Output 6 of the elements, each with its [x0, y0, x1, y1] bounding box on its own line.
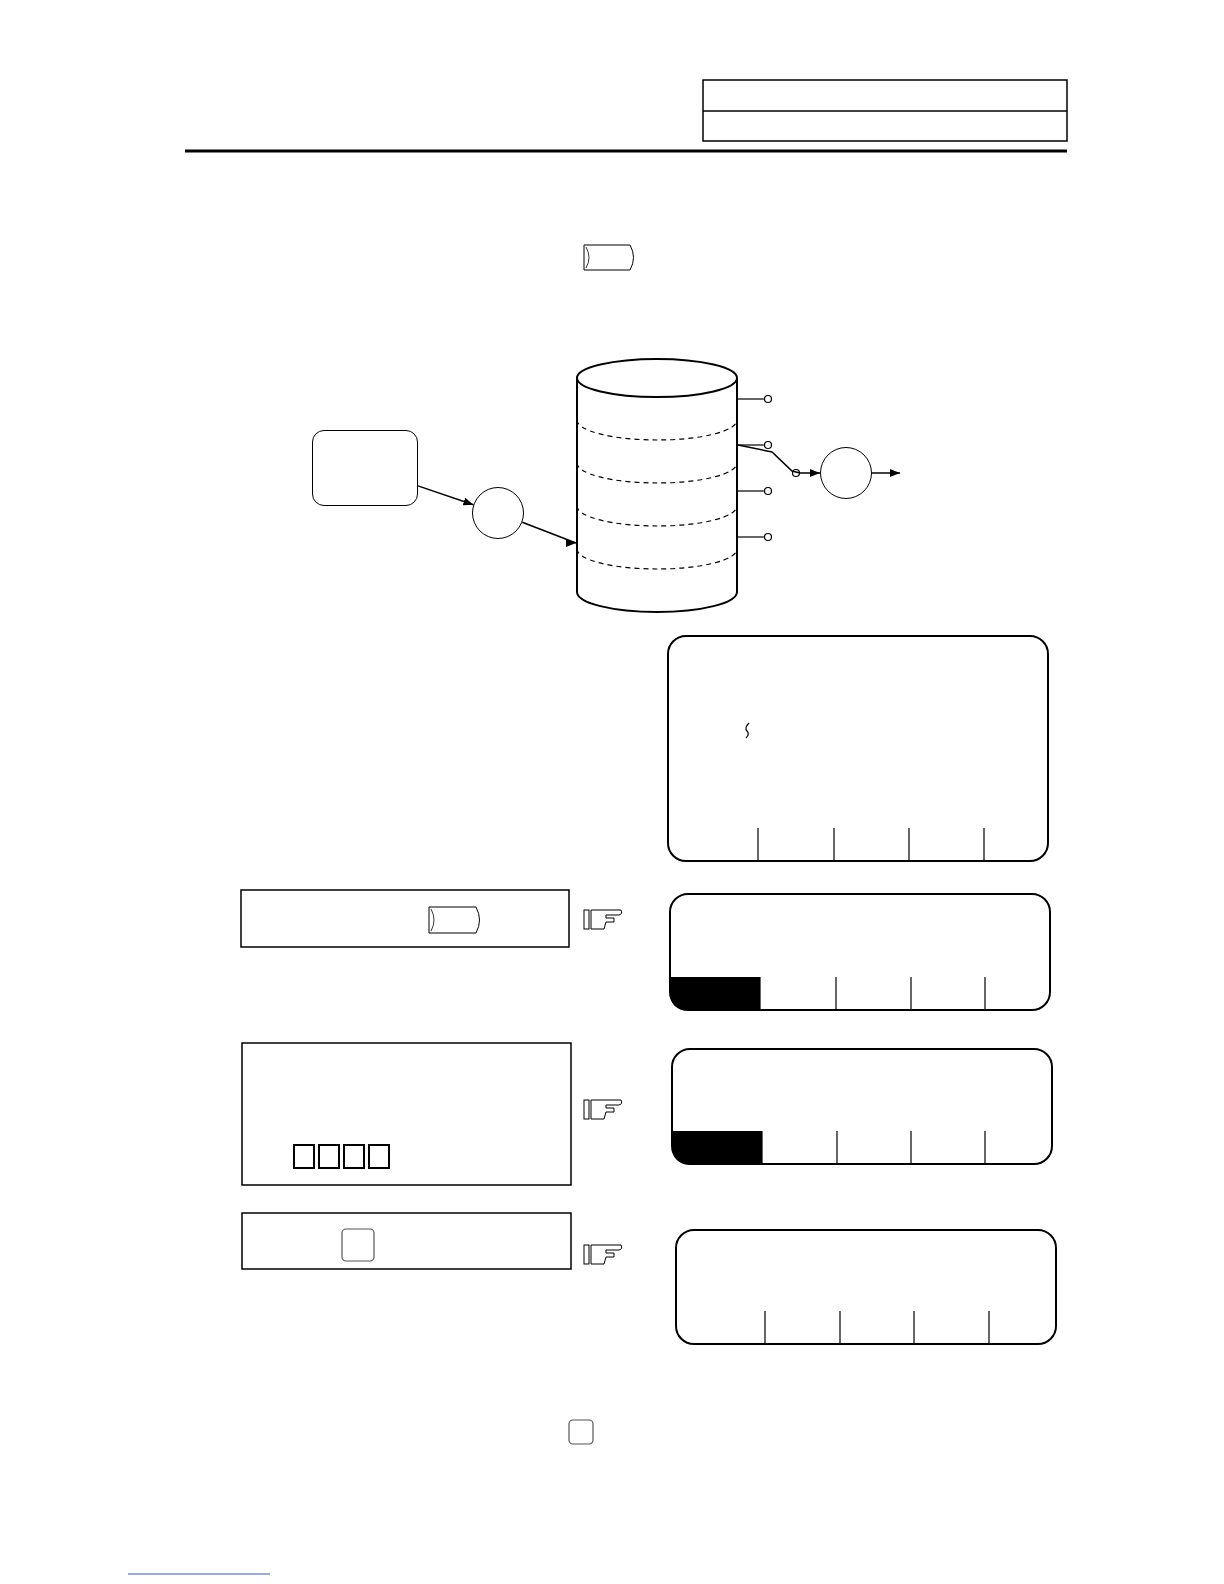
rounded-box — [312, 430, 418, 506]
storage-cylinder — [576, 358, 738, 612]
arrow — [417, 485, 475, 506]
arrow — [871, 469, 901, 477]
arrow — [737, 444, 821, 477]
arrow — [521, 521, 577, 544]
